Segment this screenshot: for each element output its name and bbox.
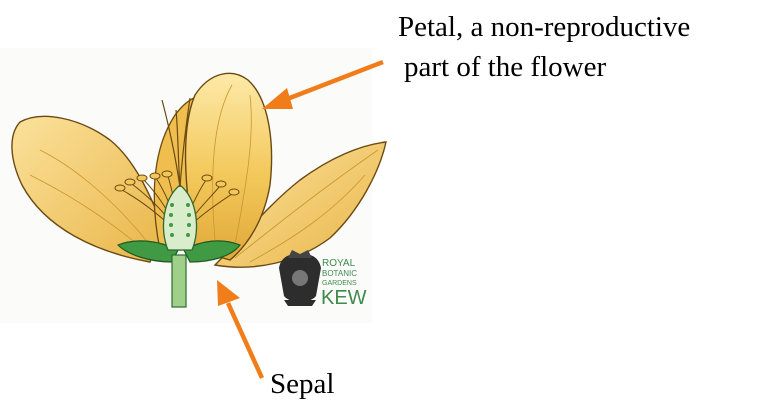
kew-logo-line2: BOTANIC	[322, 269, 357, 278]
stem	[172, 255, 186, 307]
kew-logo-line1: ROYAL	[322, 258, 356, 269]
petal-label-line2: part of the flower	[404, 50, 606, 84]
petal-label-line1: Petal, a non-reproductive	[398, 10, 690, 44]
kew-logo: ROYAL BOTANIC GARDENS KEW	[279, 250, 367, 309]
sepal-label: Sepal	[270, 367, 334, 401]
kew-logo-line3: GARDENS	[322, 280, 357, 287]
kew-logo-line4: KEW	[321, 287, 367, 309]
